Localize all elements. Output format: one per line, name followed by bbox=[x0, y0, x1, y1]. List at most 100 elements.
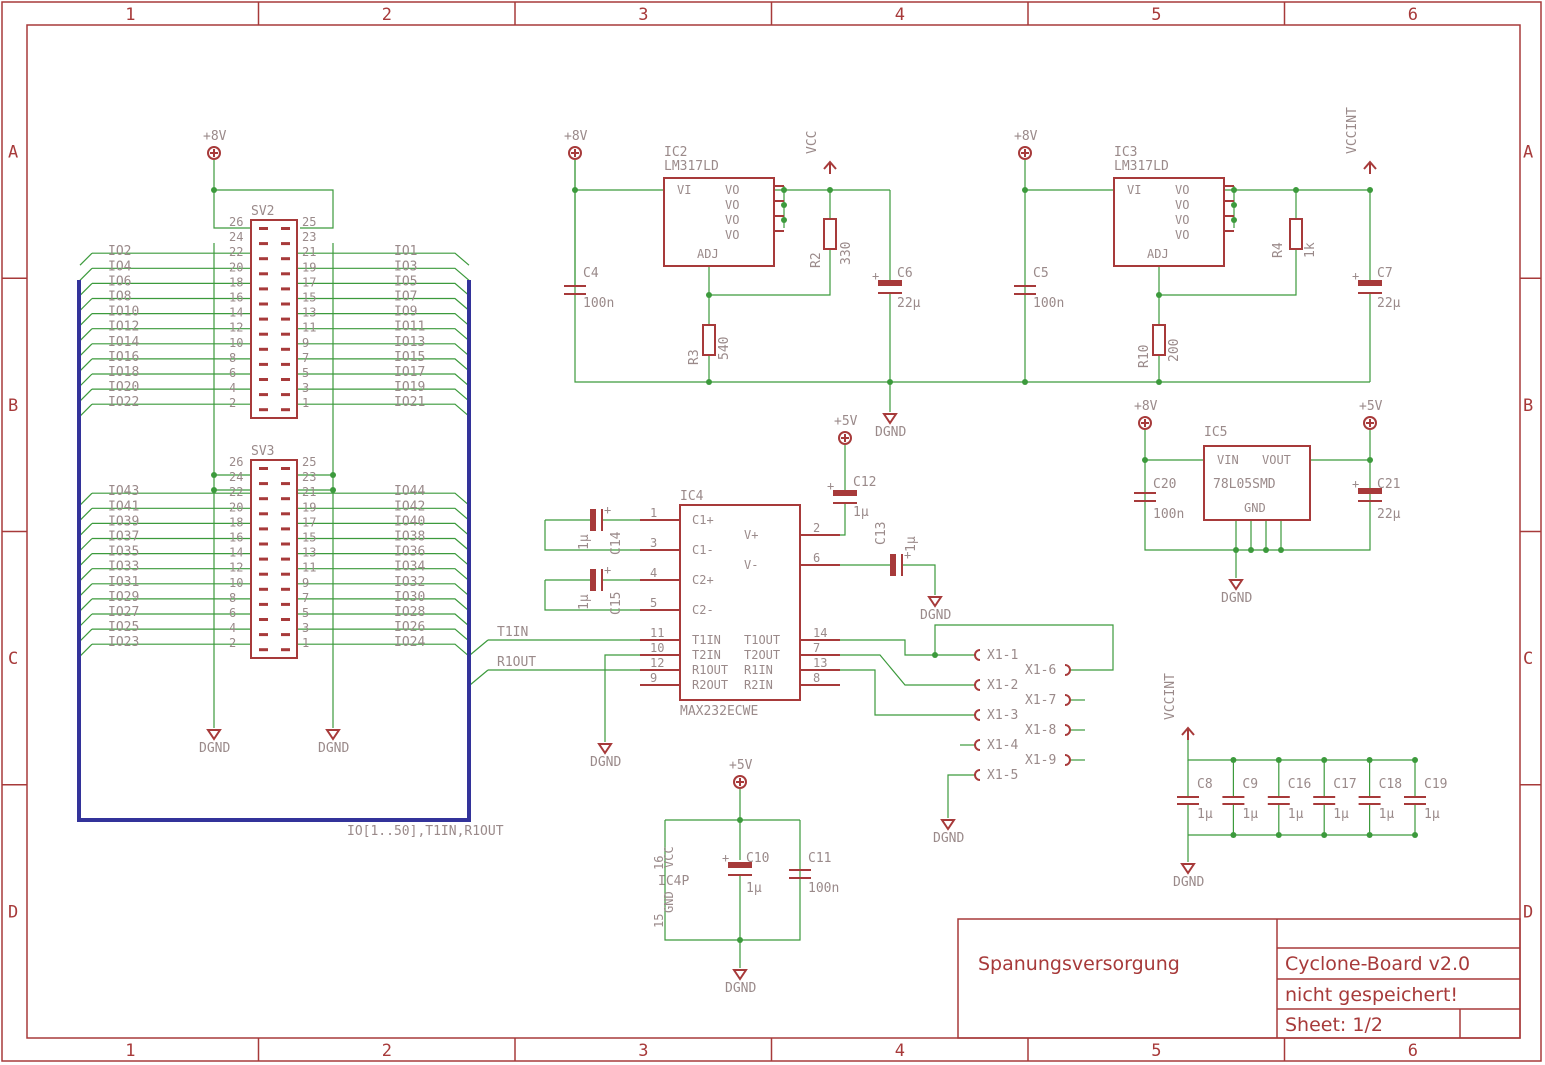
wire bbox=[1187, 740, 1415, 761]
junction bbox=[781, 217, 787, 223]
wire bbox=[297, 507, 470, 521]
ic4-pin-name: C2- bbox=[692, 603, 714, 617]
header-pin bbox=[281, 648, 290, 652]
supply-arrow bbox=[1363, 160, 1377, 170]
pin-number: 24 bbox=[229, 470, 243, 484]
wire bbox=[1159, 249, 1297, 296]
header-pin bbox=[259, 378, 268, 381]
sv2-name: SV2 bbox=[251, 204, 274, 219]
net-label: IO11 bbox=[394, 320, 425, 335]
junction bbox=[1142, 457, 1148, 463]
header-pin bbox=[259, 242, 268, 246]
c13-name: C13 bbox=[874, 522, 889, 545]
pin-number: 3 bbox=[302, 381, 309, 395]
ic3-pin: VO bbox=[1175, 228, 1189, 242]
col-label-top: 5 bbox=[1151, 5, 1161, 25]
net-label: IO7 bbox=[394, 290, 417, 305]
wire bbox=[297, 388, 470, 402]
wire bbox=[297, 552, 470, 567]
header-pin bbox=[281, 408, 290, 412]
components bbox=[77, 146, 1426, 981]
c4-value: 100n bbox=[583, 296, 614, 311]
x1-pin bbox=[1064, 754, 1071, 766]
ic4-pin-name: V+ bbox=[744, 528, 758, 542]
ic4-pin-name: T2IN bbox=[692, 648, 721, 662]
supply-symbol bbox=[568, 146, 582, 160]
net-label: IO6 bbox=[108, 274, 131, 289]
ic4-pin-num: 6 bbox=[813, 551, 820, 565]
ic4-pin-name: T1OUT bbox=[744, 633, 780, 647]
wire bbox=[79, 343, 93, 357]
wire bbox=[297, 643, 470, 657]
pin-number: 11 bbox=[302, 561, 316, 575]
ground-label: DGND bbox=[199, 741, 230, 756]
wire bbox=[604, 654, 640, 742]
wire bbox=[79, 388, 93, 402]
x1-pin bbox=[974, 679, 981, 691]
x1-label: X1-9 bbox=[1025, 753, 1056, 768]
ic3-pin: VO bbox=[1175, 198, 1189, 212]
header-pin bbox=[281, 242, 290, 246]
plus-mark: + bbox=[722, 851, 729, 865]
wire bbox=[213, 160, 334, 229]
header-pin bbox=[281, 572, 290, 576]
wire bbox=[297, 598, 470, 612]
row-label-left: B bbox=[8, 396, 18, 416]
cap-value: 1μ bbox=[1242, 807, 1258, 822]
plus-mark: + bbox=[904, 548, 911, 562]
supply-label: +5V bbox=[729, 758, 753, 773]
wire bbox=[297, 267, 470, 281]
net-t1in: T1IN bbox=[497, 625, 528, 640]
wire bbox=[297, 537, 470, 551]
c5-name: C5 bbox=[1033, 266, 1049, 281]
header-pin bbox=[259, 408, 268, 412]
ic3-name: IC3 bbox=[1114, 145, 1137, 160]
ic2-pin: VI bbox=[677, 183, 691, 197]
wire bbox=[79, 492, 93, 506]
ic4-pin-name: T2OUT bbox=[744, 648, 780, 662]
junction bbox=[706, 292, 712, 298]
wire bbox=[297, 492, 470, 506]
ground-symbol bbox=[597, 743, 613, 755]
junction bbox=[1022, 379, 1028, 385]
pin-number: 24 bbox=[229, 230, 243, 244]
c21-name: C21 bbox=[1377, 477, 1400, 492]
wire bbox=[79, 358, 93, 372]
pin-number: 25 bbox=[302, 215, 316, 229]
ground-label: DGND bbox=[933, 831, 964, 846]
net-label: IO16 bbox=[108, 350, 139, 365]
wire bbox=[79, 583, 93, 597]
r3-value: 540 bbox=[717, 337, 732, 360]
ic4p-pin: VCC bbox=[662, 846, 676, 868]
wire bbox=[574, 160, 1370, 383]
wire bbox=[297, 282, 470, 296]
header-pin bbox=[259, 602, 268, 606]
net-label: IO3 bbox=[394, 259, 417, 274]
wire bbox=[79, 328, 93, 342]
wire bbox=[79, 282, 93, 296]
pin-number: 21 bbox=[302, 485, 316, 499]
junction bbox=[737, 817, 743, 823]
sv3-name: SV3 bbox=[251, 444, 274, 459]
cap-name: C9 bbox=[1242, 777, 1258, 792]
ic4-name: IC4 bbox=[680, 489, 704, 504]
c6-value: 22μ bbox=[897, 296, 921, 311]
ic3-pin: ADJ bbox=[1147, 247, 1169, 261]
cap-name: C17 bbox=[1333, 777, 1356, 792]
ic2-body bbox=[663, 177, 775, 267]
net-label: IO31 bbox=[108, 575, 139, 590]
header-pin bbox=[259, 332, 268, 336]
net-label: IO26 bbox=[394, 620, 425, 635]
ic4-pin-name: R2IN bbox=[744, 678, 773, 692]
ground-label: DGND bbox=[590, 755, 621, 770]
title-block: Spanungsversorgung Cyclone-Board v2.0 ni… bbox=[957, 918, 1521, 1039]
ic2-pin: ADJ bbox=[697, 247, 719, 261]
wire bbox=[297, 373, 470, 387]
pin-number: 20 bbox=[229, 260, 243, 274]
header-pin bbox=[259, 393, 268, 397]
supply-symbol bbox=[1363, 416, 1377, 430]
wire bbox=[297, 252, 470, 266]
wire bbox=[79, 267, 93, 281]
c11-name: C11 bbox=[808, 851, 831, 866]
cap-name: C8 bbox=[1197, 777, 1213, 792]
